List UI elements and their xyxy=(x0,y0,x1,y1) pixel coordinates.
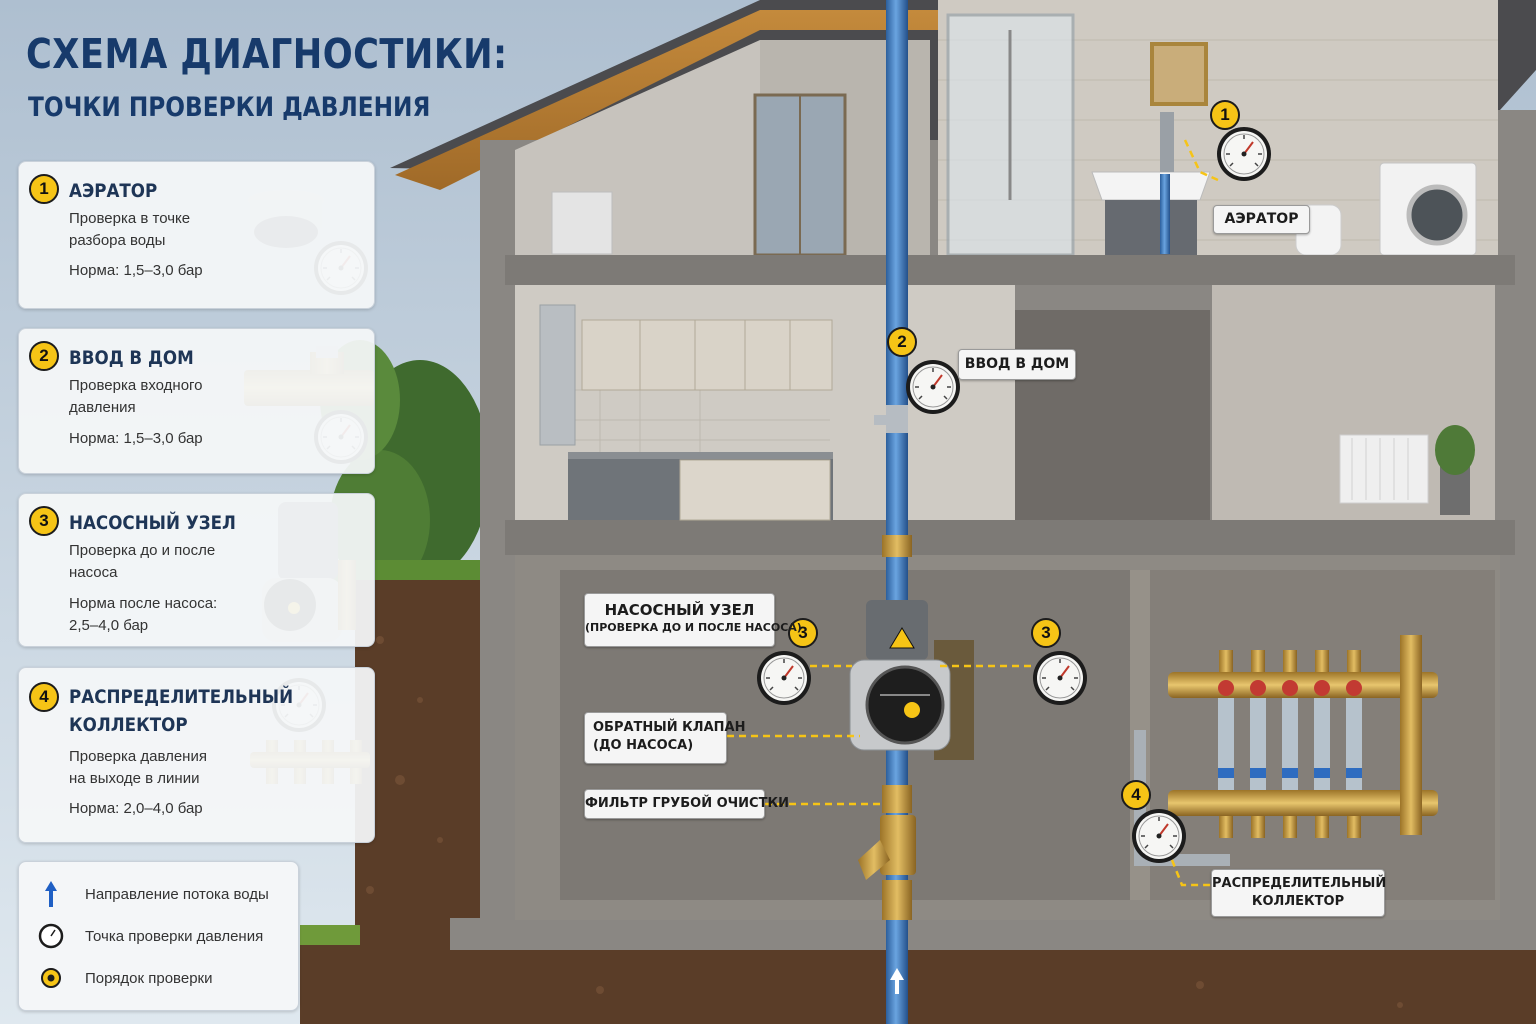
card-desc: Проверка давления xyxy=(69,748,207,765)
legend-flow: Направление потока воды xyxy=(85,886,269,903)
card-pump: 3 НАСОСНЫЙ УЗЕЛ Проверка до и после насо… xyxy=(18,493,375,647)
order-badge: 1 xyxy=(29,174,59,204)
card-title-line2: КОЛЛЕКТОР xyxy=(69,714,188,736)
legend: Направление потока воды Точка проверки д… xyxy=(18,861,299,1011)
order-badge: 4 xyxy=(29,682,59,712)
marker-1: 1 xyxy=(1210,100,1240,130)
card-desc: Проверка до и после xyxy=(69,542,216,559)
order-badge: 2 xyxy=(29,341,59,371)
card-desc: насоса xyxy=(69,564,118,581)
card-desc: разбора воды xyxy=(69,232,166,249)
card-desc: Проверка в точке xyxy=(69,210,191,227)
marker-3-before: 3 xyxy=(788,618,818,648)
callout-aerator: АЭРАТОР xyxy=(1213,205,1310,234)
callout-check-valve-line2: (ДО НАСОСА) xyxy=(593,738,694,753)
callout-check-valve: ОБРАТНЫЙ КЛАПАН (ДО НАСОСА) xyxy=(584,712,746,764)
card-desc: давления xyxy=(69,399,136,416)
marker-4: 4 xyxy=(1121,780,1151,810)
callout-manifold-line2: КОЛЛЕКТОР xyxy=(1251,894,1345,909)
page-title: СХЕМА ДИАГНОСТИКИ: xyxy=(26,30,508,78)
callout-pump-sub: (ПРОВЕРКА ДО И ПОСЛЕ НАСОСА) xyxy=(585,621,802,634)
callout-pump-title: НАСОСНЫЙ УЗЕЛ xyxy=(604,601,755,619)
page-subtitle: ТОЧКИ ПРОВЕРКИ ДАВЛЕНИЯ xyxy=(28,92,431,123)
callout-manifold-line1: РАСПРЕДЕЛИТЕЛЬНЫЙ xyxy=(1212,876,1387,891)
card-norm: 2,5–4,0 бар xyxy=(69,617,149,634)
marker-2: 2 xyxy=(887,327,917,357)
card-norm: Норма: 1,5–3,0 бар xyxy=(69,262,203,279)
card-norm: Норма после насоса: xyxy=(69,595,218,612)
callout-manifold: РАСПРЕДЕЛИТЕЛЬНЫЙ КОЛЛЕКТОР xyxy=(1211,869,1387,917)
callout-filter: ФИЛЬТР ГРУБОЙ ОЧИСТКИ xyxy=(584,789,789,819)
legend-point: Точка проверки давления xyxy=(85,928,264,945)
callout-check-valve-line1: ОБРАТНЫЙ КЛАПАН xyxy=(593,720,746,735)
order-dot-icon xyxy=(41,968,61,988)
card-manifold: 4 РАСПРЕДЕЛИТЕЛЬНЫЙ КОЛЛЕКТОР Проверка д… xyxy=(18,667,375,843)
callout-pump: НАСОСНЫЙ УЗЕЛ (ПРОВЕРКА ДО И ПОСЛЕ НАСОС… xyxy=(584,593,802,647)
callout-inlet: ВВОД В ДОМ xyxy=(958,349,1076,380)
card-desc: Проверка входного xyxy=(69,377,203,394)
card-title: ВВОД В ДОМ xyxy=(69,347,194,369)
card-inlet: 2 ВВОД В ДОМ Проверка входного давления … xyxy=(18,328,375,474)
order-badge: 3 xyxy=(29,506,59,536)
card-norm: Норма: 2,0–4,0 бар xyxy=(69,800,203,817)
card-norm: Норма: 1,5–3,0 бар xyxy=(69,430,203,447)
card-desc: на выходе в линии xyxy=(69,770,200,787)
card-aerator: 1 АЭРАТОР Проверка в точке разбора воды … xyxy=(18,161,375,309)
card-title: РАСПРЕДЕЛИТЕЛЬНЫЙ xyxy=(69,686,294,708)
arrow-up-icon xyxy=(45,881,57,907)
card-title: НАСОСНЫЙ УЗЕЛ xyxy=(69,512,236,534)
gauge-icon xyxy=(38,923,64,949)
card-title: АЭРАТОР xyxy=(69,180,158,202)
marker-3-after: 3 xyxy=(1031,618,1061,648)
legend-order: Порядок проверки xyxy=(85,970,213,987)
